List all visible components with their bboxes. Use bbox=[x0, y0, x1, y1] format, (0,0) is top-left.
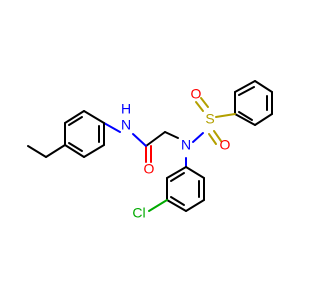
sulfonyl-oxygen-right-label: O bbox=[220, 137, 231, 153]
s-o-left-bond-a bbox=[195, 101, 204, 112]
s-o-right-bond-b bbox=[208, 133, 217, 145]
ethyl-bond-1 bbox=[45, 144, 66, 158]
nh-ring-bond bbox=[103, 122, 121, 133]
sulfonamide-nitrogen-label: N bbox=[181, 137, 191, 153]
s-phenyl-bond bbox=[215, 113, 236, 118]
molecule-canvas: N H O N S O O Cl bbox=[27, 80, 273, 221]
carbonyl-oxygen-label: O bbox=[144, 161, 155, 177]
nh-c-bond bbox=[132, 133, 147, 147]
phenyl-ring-ethyl bbox=[64, 110, 105, 158]
n-s-bond bbox=[192, 132, 204, 143]
chlorine-label: Cl bbox=[132, 205, 145, 221]
c-cl-bond bbox=[148, 199, 168, 212]
nh-hydrogen-label: H bbox=[121, 101, 131, 117]
ch2-n-bond bbox=[164, 131, 179, 139]
nh-nitrogen-label: N bbox=[121, 117, 131, 133]
s-o-left-bond-b bbox=[200, 97, 209, 108]
phenyl-ring-chloro bbox=[166, 166, 205, 212]
sulfonyl-oxygen-left-label: O bbox=[191, 86, 202, 102]
sulfur-label: S bbox=[205, 111, 214, 127]
ethyl-bond-2 bbox=[27, 145, 47, 158]
c-ch2-bond bbox=[145, 131, 166, 147]
phenyl-ring-sulfonyl bbox=[234, 80, 273, 126]
s-o-right-bond-a bbox=[213, 130, 222, 142]
molecule-structure: N H O N S O O Cl bbox=[27, 80, 273, 221]
